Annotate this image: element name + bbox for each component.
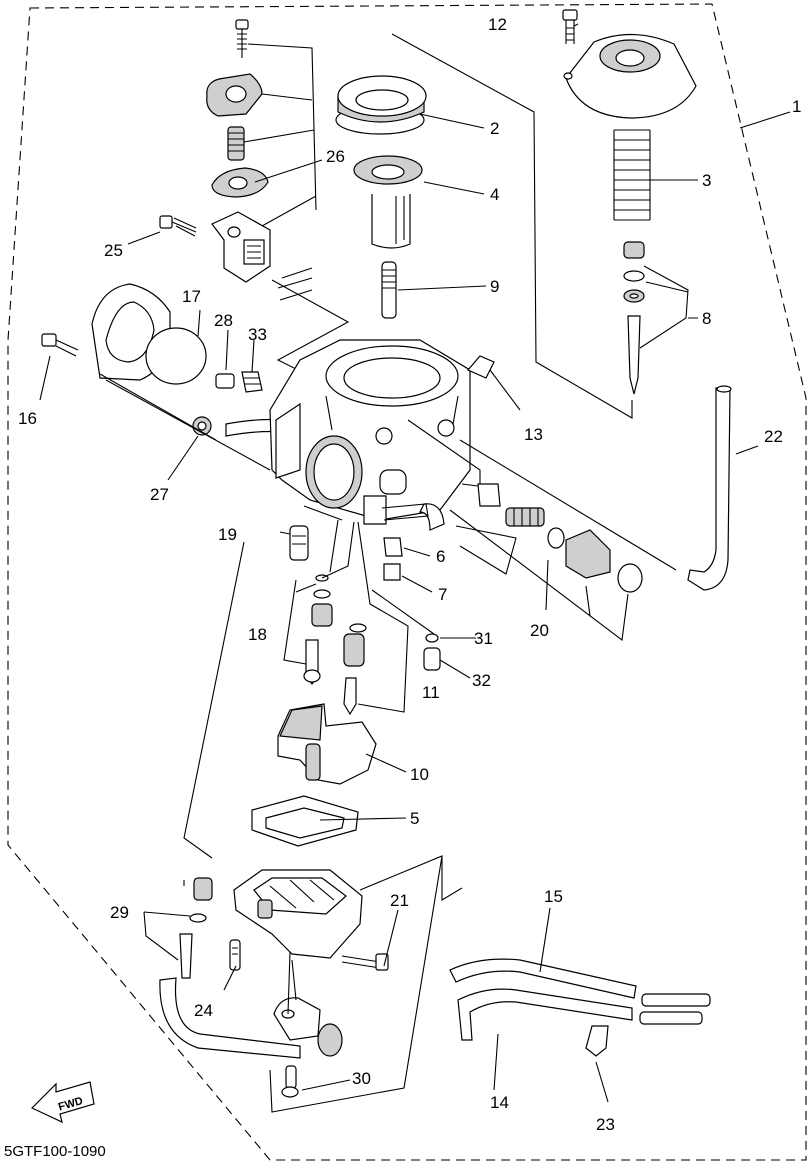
callout-2: 2 <box>490 119 499 138</box>
top-center-parts <box>335 33 633 419</box>
callout-23: 23 <box>596 1115 615 1134</box>
callout-33: 33 <box>248 325 267 344</box>
right-parts <box>407 385 759 642</box>
callout-11: 11 <box>422 683 440 702</box>
callout-16: 16 <box>18 409 37 428</box>
carburetor-body <box>269 339 521 531</box>
callout-8: 8 <box>702 309 711 328</box>
callout-15: 15 <box>544 887 563 906</box>
callout-21: 21 <box>390 891 409 910</box>
callout-22: 22 <box>764 427 783 446</box>
callout-31: 31 <box>474 629 493 648</box>
drawing-code: 5GTF100-1090 <box>4 1143 106 1160</box>
callout-6: 6 <box>436 547 445 566</box>
top-left-parts <box>127 19 350 381</box>
callout-9: 9 <box>490 277 499 296</box>
assembly-boundary <box>7 3 807 1161</box>
spring-3 <box>613 129 651 221</box>
callout-labels: 1 2 3 4 5 6 7 8 9 10 11 12 13 14 15 16 1… <box>18 15 801 1134</box>
callout-17: 17 <box>182 287 201 306</box>
callout-12: 12 <box>488 15 507 34</box>
left-parts <box>41 283 285 471</box>
callout-7: 7 <box>438 585 447 604</box>
callout-26: 26 <box>326 147 345 166</box>
callout-25: 25 <box>104 241 123 260</box>
forward-direction-indicator: FWD <box>30 1081 95 1124</box>
callout-24: 24 <box>194 1001 213 1020</box>
callout-19: 19 <box>218 525 237 544</box>
callout-30: 30 <box>352 1069 371 1088</box>
callout-27: 27 <box>150 485 169 504</box>
middle-parts <box>183 505 441 859</box>
callout-3: 3 <box>702 171 711 190</box>
callout-5: 5 <box>410 809 419 828</box>
bottom-parts <box>143 855 711 1113</box>
callout-1: 1 <box>792 97 801 116</box>
callout-20: 20 <box>530 621 549 640</box>
callout-18: 18 <box>248 625 267 644</box>
callout-32: 32 <box>472 671 491 690</box>
callout-29: 29 <box>110 903 129 922</box>
callout-13: 13 <box>524 425 543 444</box>
callout-28: 28 <box>214 311 233 330</box>
top-right-parts <box>562 9 698 395</box>
callout-10: 10 <box>410 765 429 784</box>
callout-14: 14 <box>490 1093 509 1112</box>
callout-4: 4 <box>490 185 499 204</box>
